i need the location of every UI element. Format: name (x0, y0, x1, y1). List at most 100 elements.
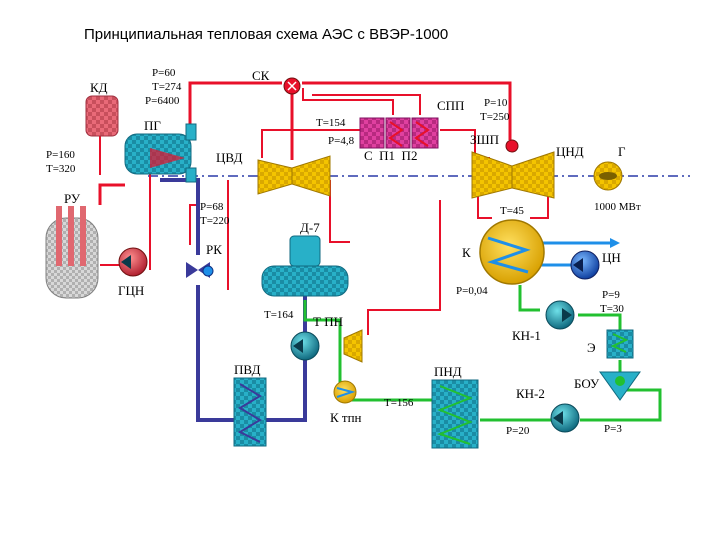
circulation-pump-icon (573, 258, 583, 272)
lp-heater (431, 379, 479, 449)
label-zshch: ЗШП (470, 132, 499, 147)
label-k: К (462, 245, 471, 260)
label-gcn: ГЦН (118, 283, 144, 298)
label-p48: P=4,8 (328, 135, 355, 147)
reheater-p2-coil-icon (414, 121, 430, 147)
hp-turbine-left (257, 159, 293, 195)
label-kd-param-1: P=60 (152, 67, 176, 79)
label-ru: РУ (64, 191, 81, 206)
condensate-pump-1 (545, 300, 575, 330)
control-rod-2 (68, 206, 74, 266)
label-cvd: ЦВД (216, 150, 243, 165)
label-pg: ПГ (144, 118, 161, 133)
diagram-title: Принципиальная тепловая схема АЭС с ВВЭР… (84, 26, 449, 43)
label-p68: P=68 (200, 201, 224, 213)
control-rod-1 (56, 206, 62, 266)
steam-to-lp-line (302, 81, 512, 140)
cooling-out-arrow-icon (610, 238, 620, 248)
steam-generator-tube-icon (150, 148, 185, 168)
ejector-coil-icon (610, 333, 629, 353)
label-cn: ЦН (602, 250, 621, 265)
label-p3: P=3 (604, 423, 622, 435)
label-g: Г (618, 144, 626, 159)
feedwater-return-line (196, 285, 235, 422)
control-valve-left (186, 262, 198, 278)
label-e: Э (587, 340, 596, 355)
hp-exhaust-line (261, 129, 365, 158)
deaerator-tank (261, 265, 349, 297)
label-t154: T=154 (316, 117, 346, 129)
label-t164: T=164 (264, 309, 294, 321)
label-kn1: КН-1 (512, 328, 541, 343)
label-tpn: Т ПН (313, 314, 343, 329)
deaerator-column (289, 235, 321, 267)
condensate-pump-2 (550, 403, 580, 433)
kn1-to-ejector (578, 313, 622, 330)
lp-exhaust-right (530, 190, 549, 219)
lp-exhaust-left (477, 190, 492, 219)
label-spp: СПП (437, 98, 464, 113)
condensate-pump-1-icon (562, 308, 572, 322)
pump-turbine-condenser (333, 380, 357, 404)
ejector (606, 329, 634, 359)
control-rod-3 (80, 206, 86, 266)
label-pnd: ПНД (434, 364, 462, 379)
extraction-to-deaerator (329, 180, 350, 243)
label-kd-param-3: P=6400 (145, 95, 180, 107)
main-circulation-pump (118, 247, 148, 277)
label-sk: СК (252, 68, 270, 83)
label-t45: T=45 (500, 205, 524, 217)
hp-heater (233, 377, 267, 447)
circulation-pump (570, 250, 600, 280)
label-spp-param-2: T=250 (480, 111, 510, 123)
label-spp-param-1: P=10 (484, 97, 508, 109)
label-d7: Д-7 (300, 220, 320, 235)
intercept-valve-icon (505, 139, 519, 153)
label-power: 1000 МВт (594, 201, 641, 213)
label-pt-param-2: T=30 (600, 303, 624, 315)
lp-heater-coil-icon (437, 385, 473, 445)
label-s-p1-p2: С П1 П2 (364, 148, 417, 163)
generator-icon (599, 172, 617, 180)
condenser-drain (518, 285, 540, 312)
label-t156: T=156 (384, 397, 414, 409)
reheater-p1-coil-icon (388, 121, 404, 147)
condensate-riser (303, 300, 342, 395)
hp-turbine-right (291, 155, 331, 197)
label-boy: БОУ (574, 376, 600, 391)
label-kn2: КН-2 (516, 386, 545, 401)
feed-pump (290, 331, 320, 361)
steam-generator-dome (185, 123, 197, 141)
condensate-polishing-icon (615, 376, 625, 386)
steam-generator-nozzle (185, 167, 197, 183)
label-kd-param-2: T=274 (152, 81, 182, 93)
primary-hot-leg (98, 183, 125, 205)
condenser-tube-icon (487, 236, 531, 274)
label-t220: T=220 (200, 215, 230, 227)
steam-to-p2-line (312, 94, 421, 115)
label-p20: P=20 (506, 425, 530, 437)
label-rk: РК (206, 242, 222, 257)
pump-turbine-condenser-icon (336, 387, 356, 398)
gcn-pump-icon (121, 255, 131, 269)
label-cnd: ЦНД (556, 144, 584, 159)
lp-turbine-right (511, 151, 555, 199)
condensate-pump-2-icon (553, 411, 563, 425)
label-p004: P=0,04 (456, 285, 488, 297)
control-valve-actuator-icon (202, 265, 214, 277)
bou-to-kn2-line (580, 388, 662, 422)
label-pt-param-1: P=9 (602, 289, 620, 301)
label-pvd: ПВД (234, 362, 261, 377)
lp-turbine-left (471, 151, 513, 199)
label-pg-param-2: T=320 (46, 163, 76, 175)
label-kd: КД (90, 80, 108, 95)
label-pg-param-1: P=160 (46, 149, 75, 161)
steam-to-p1-line (302, 88, 394, 115)
feed-pump-icon (293, 339, 303, 353)
pressurizer (85, 95, 119, 137)
separator (359, 117, 385, 149)
label-ktpn: К тпн (330, 410, 362, 425)
condenser (479, 219, 545, 285)
pump-turbine (343, 329, 363, 363)
